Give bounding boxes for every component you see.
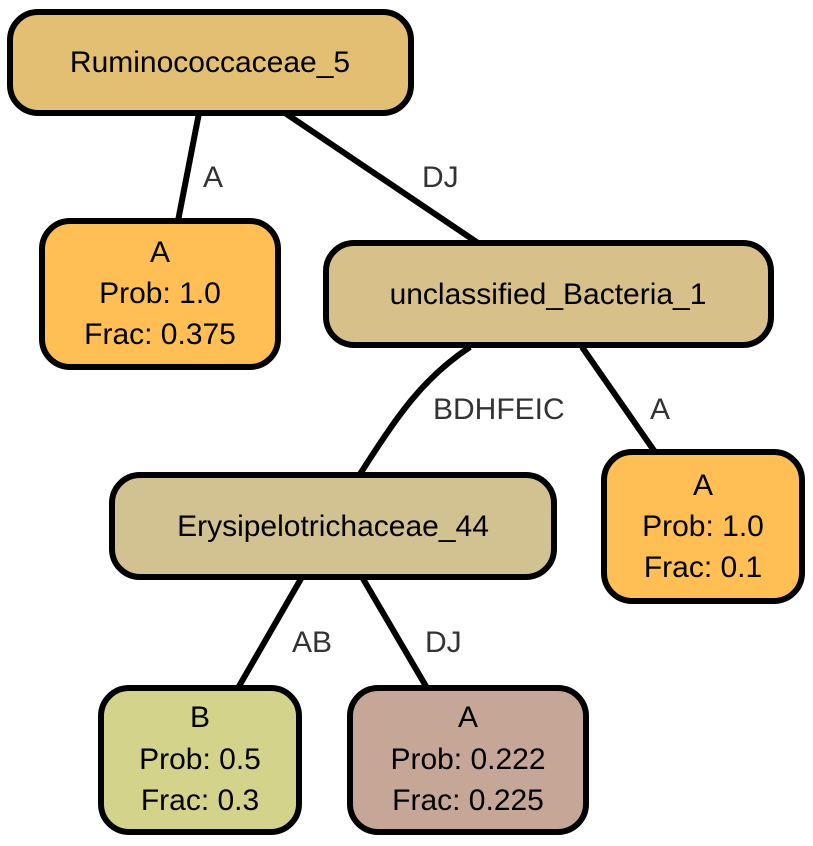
edge-label-root-to-unclassified: DJ <box>422 161 459 194</box>
node-label: Ruminococcaceae_5 <box>70 46 350 79</box>
leaf-node-a-bottom: A Prob: 0.222 Frac: 0.225 <box>347 685 589 835</box>
node-box <box>7 9 414 116</box>
edge-label-unclassified-to-erysipelotrichaceae: BDHFEIC <box>433 393 565 426</box>
leaf-node-b: B Prob: 0.5 Frac: 0.3 <box>98 685 302 835</box>
edge-line <box>357 344 472 476</box>
leaf-class: A <box>458 701 478 734</box>
leaf-frac: Frac: 0.1 <box>644 551 762 584</box>
edge-root-to-unclassified: DJ <box>283 110 480 246</box>
edge-unclassified-to-erysipelotrichaceae: BDHFEIC <box>357 344 565 476</box>
node-box <box>98 685 302 835</box>
edge-erysipelotrichaceae-to-leaf-a: DJ <box>359 575 462 690</box>
leaf-frac: Frac: 0.225 <box>392 784 544 817</box>
node-label: Erysipelotrichaceae_44 <box>177 510 489 543</box>
leaf-node-a-right: A Prob: 1.0 Frac: 0.1 <box>601 449 805 604</box>
node-box <box>347 685 589 835</box>
leaf-prob: Prob: 0.5 <box>139 743 261 776</box>
node-box <box>109 472 557 580</box>
leaf-node-a-top: A Prob: 1.0 Frac: 0.375 <box>39 218 281 370</box>
edge-label-erysipelotrichaceae-to-leaf-b: AB <box>292 626 332 659</box>
leaf-frac: Frac: 0.375 <box>84 318 236 351</box>
node-unclassified-bacteria-1: unclassified_Bacteria_1 <box>323 240 774 348</box>
leaf-class: A <box>693 469 713 502</box>
edge-root-to-leaf-a: A <box>175 112 223 222</box>
node-box <box>601 449 805 604</box>
node-box <box>39 218 281 370</box>
edge-label-unclassified-to-leaf-a: A <box>650 393 670 426</box>
leaf-prob: Prob: 1.0 <box>642 510 764 543</box>
leaf-class: A <box>150 236 170 269</box>
edge-line <box>359 575 430 690</box>
edge-line <box>579 345 658 454</box>
leaf-frac: Frac: 0.3 <box>141 784 259 817</box>
edge-unclassified-to-leaf-a: A <box>579 345 670 454</box>
node-box <box>323 240 774 348</box>
edge-erysipelotrichaceae-to-leaf-b: AB <box>235 575 332 690</box>
edge-line <box>283 110 480 246</box>
edge-label-root-to-leaf-a: A <box>203 161 223 194</box>
leaf-class: B <box>190 701 210 734</box>
leaf-prob: Prob: 0.222 <box>390 743 545 776</box>
edge-label-erysipelotrichaceae-to-leaf-a: DJ <box>425 626 462 659</box>
edge-line <box>175 112 202 222</box>
leaf-prob: Prob: 1.0 <box>99 277 221 310</box>
node-ruminococcaceae-5: Ruminococcaceae_5 <box>7 9 414 116</box>
edge-line <box>235 575 305 690</box>
node-label: unclassified_Bacteria_1 <box>390 278 707 311</box>
node-erysipelotrichaceae-44: Erysipelotrichaceae_44 <box>109 472 557 580</box>
